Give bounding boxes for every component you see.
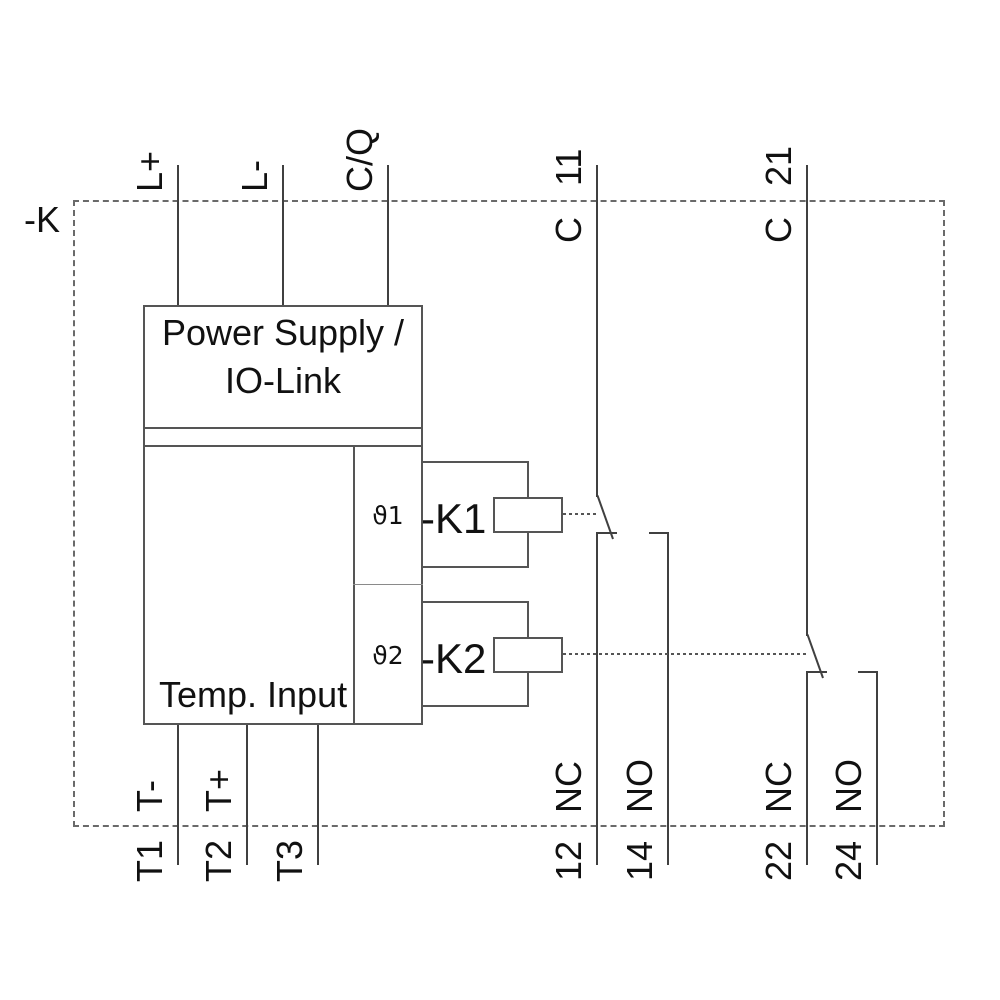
device-designation-label: -K: [24, 199, 60, 240]
terminal-function-no-14: NO: [619, 759, 660, 813]
terminal-label-l-plus: L+: [129, 150, 170, 192]
temp-input-block-label: Temp. Input: [159, 674, 348, 715]
terminal-function-nc-12: NC: [548, 761, 589, 813]
wire-t3: [317, 725, 319, 865]
coil-k2-wire-top: [423, 601, 529, 603]
device-frame-dashed-border: [73, 200, 945, 827]
power-supply-block-label: Power Supply / IO-Link: [143, 305, 423, 405]
linkage-k1-dashed: [563, 513, 596, 515]
terminal-number-24: 24: [828, 840, 869, 881]
sensor-theta2-label: ϑ2: [372, 640, 404, 670]
sensor-theta1-label: ϑ1: [372, 501, 404, 530]
wire-nc-22: [806, 671, 808, 865]
contact-seat-no-14: [649, 532, 669, 534]
sensor-column-divider: [353, 445, 355, 725]
terminal-function-no-24: NO: [828, 759, 869, 813]
terminal-function-c-11: C: [548, 217, 589, 243]
power-supply-label-line1: Power Supply /: [161, 312, 405, 353]
terminal-function-nc-22: NC: [758, 761, 799, 813]
coil-k1-wire-bottom: [423, 566, 529, 568]
wire-t2: [246, 725, 248, 865]
terminal-function-c-21: C: [758, 217, 799, 243]
terminal-label-cq: C/Q: [339, 127, 380, 192]
wire-common-11: [596, 165, 598, 497]
wire-nc-12: [596, 532, 598, 865]
contact-seat-no-24: [858, 671, 878, 673]
relay-coil-k2: [493, 637, 563, 673]
relay-k2-label: -K2: [421, 635, 487, 682]
terminal-label-l-minus: L-: [234, 159, 275, 192]
wire-no-14: [667, 532, 669, 865]
block-separator-upper: [143, 427, 423, 429]
terminal-number-14: 14: [619, 840, 660, 881]
wire-common-21: [806, 165, 808, 636]
linkage-k2-dashed: [563, 653, 806, 655]
contact-seat-nc-12: [596, 532, 617, 534]
terminal-number-12: 12: [548, 840, 589, 881]
relay-k1-label: -K1: [421, 495, 487, 542]
terminal-number-22: 22: [758, 840, 799, 881]
terminal-number-t3: T3: [269, 839, 310, 882]
wire-t1: [177, 725, 179, 865]
sensor-cell-divider: [353, 584, 423, 585]
terminal-number-t2: T2: [198, 839, 239, 882]
wire-cq: [387, 165, 389, 305]
coil-k2-wire-bottom: [423, 705, 529, 707]
contact-seat-nc-22: [806, 671, 827, 673]
terminal-number-21: 21: [758, 145, 799, 186]
power-supply-label-line2: IO-Link: [224, 360, 342, 401]
block-separator-lower: [143, 445, 423, 447]
wire-l-plus: [177, 165, 179, 305]
terminal-function-t-plus: T+: [198, 768, 239, 812]
coil-k1-wire-top: [423, 461, 529, 463]
wire-no-24: [876, 671, 878, 865]
function-block-outline: [143, 305, 423, 725]
terminal-function-t-minus: T-: [129, 780, 170, 812]
wire-l-minus: [282, 165, 284, 305]
terminal-number-t1: T1: [129, 839, 170, 882]
terminal-number-11: 11: [548, 148, 589, 186]
relay-coil-k1: [493, 497, 563, 533]
